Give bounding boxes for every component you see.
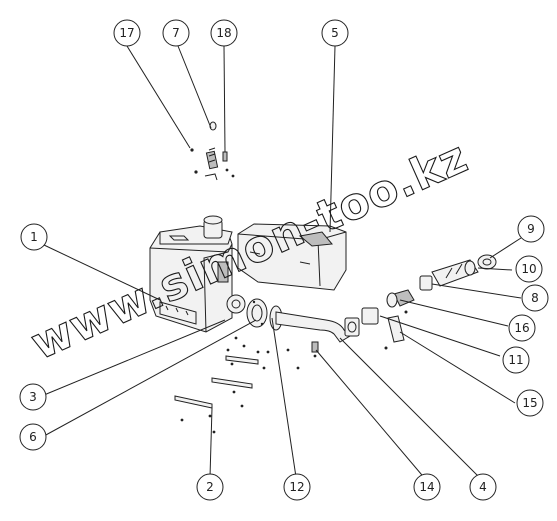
callout-10: 10 [515, 255, 543, 283]
outlet-assembly [361, 254, 497, 350]
callout-label-2: 2 [206, 480, 214, 494]
exhaust-pipe [275, 311, 360, 343]
leader-lines [43, 45, 522, 482]
callout-4: 4 [469, 473, 497, 501]
callout-16: 16 [508, 314, 536, 342]
callout-label-5: 5 [331, 26, 339, 40]
callout-label-7: 7 [172, 26, 180, 40]
heat-shield-cover [237, 223, 347, 291]
callout-label-12: 12 [289, 480, 304, 494]
fasteners [180, 336, 300, 434]
callout-11: 11 [502, 346, 530, 374]
callout-8: 8 [521, 284, 549, 312]
callout-label-11: 11 [508, 353, 523, 367]
callout-3: 3 [19, 383, 47, 411]
callout-label-16: 16 [514, 321, 529, 335]
callout-label-1: 1 [30, 230, 38, 244]
callout-14: 14 [413, 473, 441, 501]
pipe-clamp [311, 341, 319, 358]
callout-label-3: 3 [29, 390, 37, 404]
callout-6: 6 [19, 423, 47, 451]
sensor-hardware-group [190, 121, 235, 181]
parts-drawing [149, 121, 497, 434]
mounting-brackets [174, 355, 259, 409]
callout-label-10: 10 [521, 262, 536, 276]
callout-label-17: 17 [119, 26, 134, 40]
watermark-text: www.simon-too.kz [24, 132, 476, 371]
callout-label-4: 4 [479, 480, 487, 494]
callout-5: 5 [321, 19, 349, 47]
callout-label-15: 15 [522, 396, 537, 410]
muffler-body [149, 215, 246, 333]
watermark: www.simon-too.kz [23, 131, 476, 371]
callouts: 17 7 18 5 1 9 10 8 [19, 19, 549, 501]
callout-12: 12 [283, 473, 311, 501]
callout-18: 18 [210, 19, 238, 47]
callout-label-14: 14 [419, 480, 434, 494]
callout-9: 9 [517, 215, 545, 243]
callout-1: 1 [20, 223, 48, 251]
callout-17: 17 [113, 19, 141, 47]
callout-2: 2 [196, 473, 224, 501]
callout-15: 15 [516, 389, 544, 417]
callout-label-9: 9 [527, 222, 535, 236]
callout-label-8: 8 [531, 291, 539, 305]
callout-label-6: 6 [29, 430, 37, 444]
callout-7: 7 [162, 19, 190, 47]
callout-label-18: 18 [216, 26, 231, 40]
